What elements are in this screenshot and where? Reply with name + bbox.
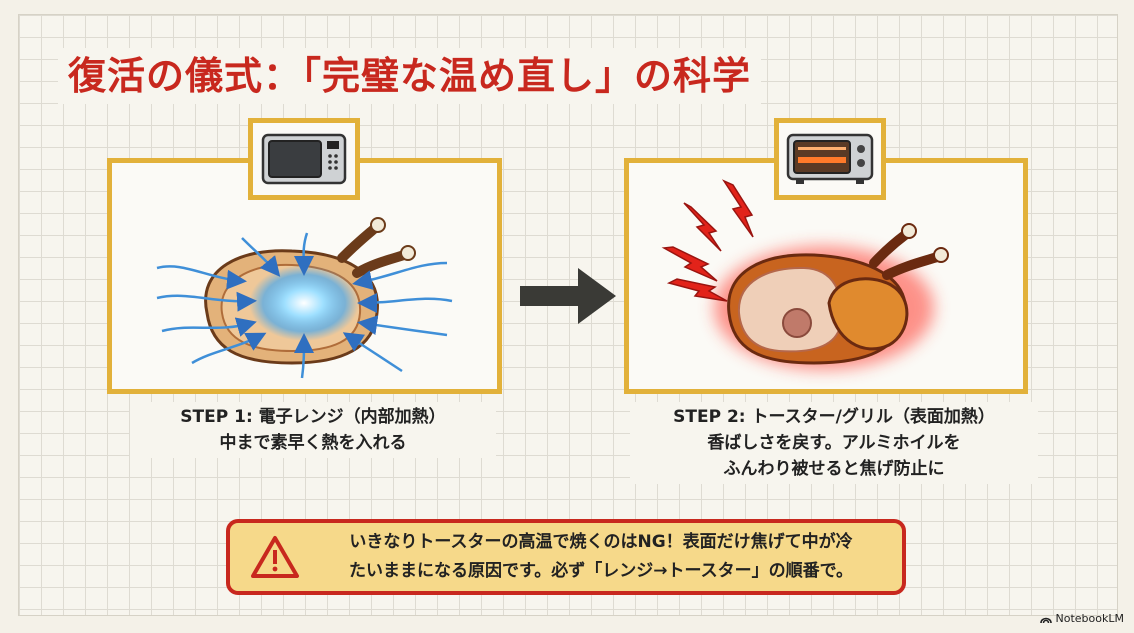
toaster-oven-icon [786,133,874,184]
heat-glow [249,265,359,341]
next-step-arrow-icon [520,268,616,324]
microwave-icon [261,133,347,185]
toaster-chicken-illustration [661,179,949,370]
page-title: 復活の儀式：「完璧な温め直し」の科学 [58,48,762,104]
step2-caption: STEP 2: トースター/グリル（表面加熱） 香ばしさを戻す。アルミホイルを … [630,402,1038,484]
step1-caption: STEP 1: 電子レンジ（内部加熱） 中まで素早く熱を入れる [130,402,496,458]
warning-icon [251,536,299,578]
roast-chicken-shape [727,223,949,365]
microwave-icon-tab [248,118,360,200]
heat-rays [661,179,754,302]
warning-line1: いきなりトースターの高温で焼くのはNG！表面だけ焦げて中が冷 [349,532,853,552]
step2-panel [624,158,1028,394]
notebooklm-logo-icon [1039,617,1052,623]
brand-name: NotebookLM [1055,612,1124,625]
warning-line2: たいままになる原因です。必ず「レンジ→トースター」の順番で。 [348,561,853,581]
toaster-oven-icon-tab [774,118,886,200]
brand-watermark: NotebookLM [1039,612,1124,625]
step2-description-line2: ふんわり被せると焦げ防止に [723,459,945,479]
step2-heading: STEP 2: トースター/グリル（表面加熱） [673,407,995,427]
microwave-chicken-illustration [156,217,453,379]
step2-description-line1: 香ばしさを戻す。アルミホイルを [707,433,961,453]
warning-box: いきなりトースターの高温で焼くのはNG！表面だけ焦げて中が冷 たいままになる原因… [226,519,906,595]
step1-heading: STEP 1: 電子レンジ（内部加熱） [180,407,446,427]
microwave-waves [156,232,453,379]
step1-description: 中まで素早く熱を入れる [219,433,407,453]
